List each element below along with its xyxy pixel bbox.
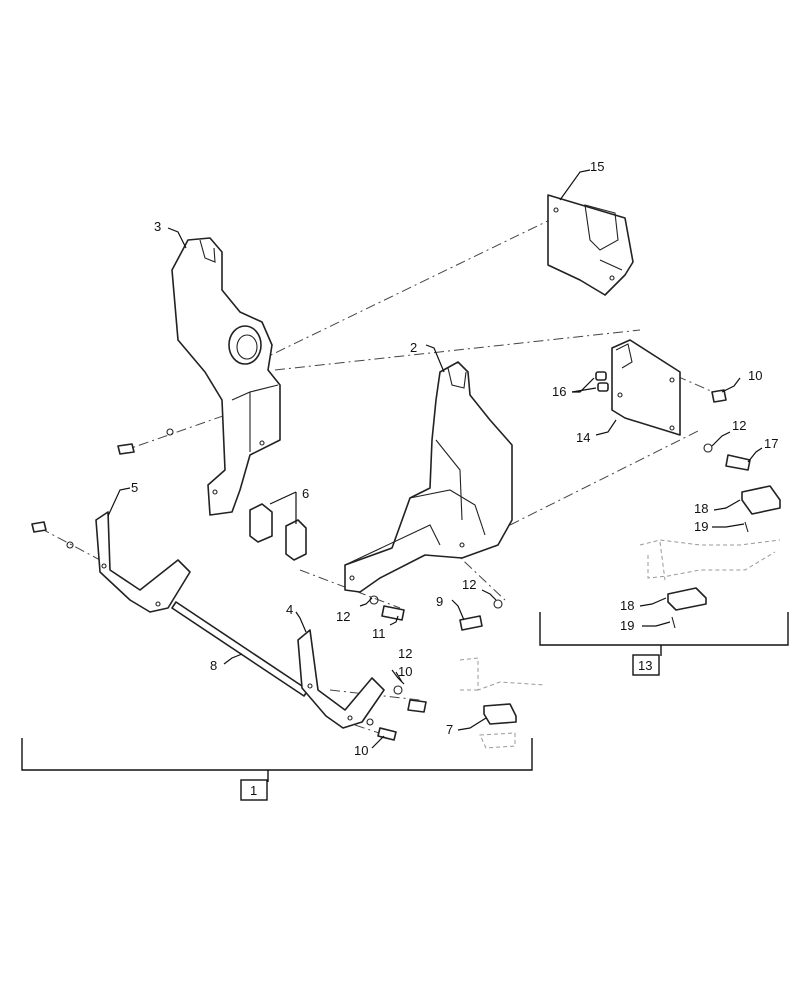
callout-10-c: 10 [748,368,762,383]
part-7-tab [483,703,517,725]
callout-16: 16 [552,384,566,399]
callout-9: 9 [436,594,443,609]
callout-10-b: 10 [354,743,368,758]
part-14-rear-plate [611,339,681,436]
callout-6: 6 [302,486,309,501]
alignment-lines [39,214,721,736]
part-6-spacer-blocks [249,503,307,561]
callout-12-c: 12 [398,646,412,661]
callout-18-b: 18 [620,598,634,613]
part-15-side-plate [547,194,634,296]
callout-17: 17 [764,436,778,451]
callout-19-a: 19 [694,519,708,534]
callout-15: 15 [590,159,604,174]
part-18-tabs [667,485,781,611]
ghost-reference-geometry [459,539,781,749]
assembly-1-label: 1 [250,783,257,798]
assembly-13-label: 13 [638,658,652,673]
callout-10-a: 10 [398,664,412,679]
assembly-bracket-1 [21,738,533,801]
callout-3: 3 [154,219,161,234]
part-5-left-arm [95,511,191,613]
callout-5: 5 [131,480,138,495]
callout-14: 14 [576,430,590,445]
callout-19-b: 19 [620,618,634,633]
part-16-studs [595,371,609,392]
assembly-1-box [240,779,268,801]
callout-2: 2 [410,340,417,355]
callout-leaders [107,169,763,749]
callout-7: 7 [446,722,453,737]
callout-11: 11 [372,626,386,641]
callout-12-a: 12 [336,609,350,624]
hardware-bolts [31,389,751,741]
part-3-left-mount-bracket [171,237,281,516]
part-2-main-mount-bracket [344,361,513,593]
callout-4: 4 [286,602,293,617]
callout-18-a: 18 [694,501,708,516]
part-4-right-arm [297,629,385,729]
callout-8: 8 [210,658,217,673]
callout-labels: 3 2 15 5 6 4 8 7 9 12 11 12 12 10 10 10 … [131,159,778,798]
callout-12-d: 12 [732,418,746,433]
assembly-bracket-13 [539,612,789,676]
callout-12-b: 12 [462,577,476,592]
assembly-13-box [632,654,660,676]
